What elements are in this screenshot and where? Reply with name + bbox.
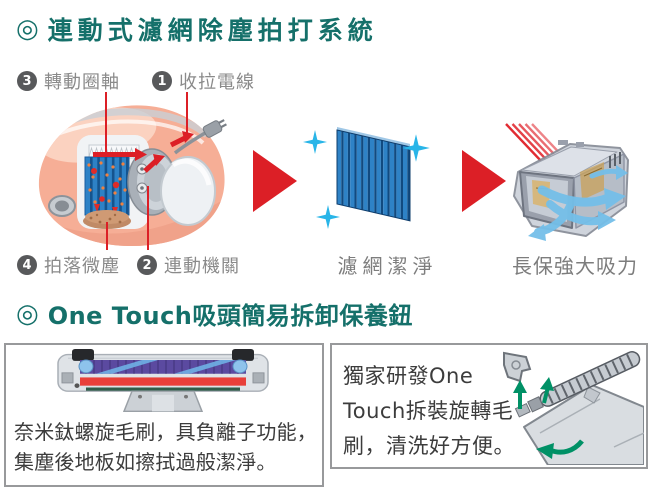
power-cord <box>173 119 227 155</box>
nano-titanium-brush-panel: 奈米鈦螺旋毛刷，具負離子功能， 集塵後地板如擦拭過般潔淨。 <box>4 343 324 487</box>
airflow-red-arrows <box>93 131 194 173</box>
feature-label-4-text: 拍落微塵 <box>44 256 120 277</box>
section2-heading: ◎ One Touch吸頭簡易拆卸保養鈕 <box>16 296 413 331</box>
end-cap <box>503 351 532 383</box>
feature-label-3: 3 轉動圈軸 <box>17 68 120 94</box>
right-box-line1: 獨家研發One <box>343 364 474 388</box>
feature-label-4: 4 拍落微塵 <box>17 252 120 278</box>
flow-arrow-2 <box>462 150 506 212</box>
inner-dust-filter <box>84 156 130 216</box>
right-box-line2: Touch拆裝旋轉毛 <box>343 399 514 423</box>
dust-lid <box>160 156 216 226</box>
badge-1: 1 <box>152 71 172 91</box>
dustbox-suction-illustration <box>505 123 629 241</box>
right-box-line3: 刷，清洗好方便。 <box>343 434 515 458</box>
leader-line-4 <box>106 222 108 250</box>
right-box-text: 獨家研發One Touch拆裝旋轉毛 刷，清洗好方便。 <box>343 359 515 464</box>
feature-label-2-text: 連動機關 <box>164 256 240 277</box>
sparkle-icons <box>303 130 430 229</box>
spiral-brush-roller <box>78 359 248 374</box>
badge-3: 3 <box>17 71 37 91</box>
leader-line-2 <box>147 186 149 250</box>
pleated-filter <box>336 127 411 222</box>
double-circle-icon-2: ◎ <box>16 298 39 329</box>
green-release-arrows <box>513 377 584 459</box>
badge-4: 4 <box>17 255 37 275</box>
feature-label-2: 2 連動機關 <box>137 252 240 278</box>
vacuum-cutaway-illustration <box>38 105 227 247</box>
double-circle-icon: ◎ <box>16 14 39 44</box>
feature-label-1: 1 收拉電線 <box>152 68 255 94</box>
dust-pile <box>83 210 131 229</box>
detached-roller <box>514 351 641 418</box>
section1-heading: ◎ 連動式濾網除塵拍打系統 <box>16 11 378 47</box>
green-strip <box>86 387 240 391</box>
wheel-right <box>232 349 254 361</box>
wheel-left <box>72 349 94 361</box>
caption-strong-suction: 長保強大吸力 <box>512 254 638 278</box>
brush-head-bottom-view <box>57 349 269 413</box>
one-touch-panel: 獨家研發One Touch拆裝旋轉毛 刷，清洗好方便。 <box>330 343 648 469</box>
left-box-line2: 集塵後地板如擦拭過般潔淨。 <box>14 450 277 474</box>
leader-line-1 <box>186 92 188 133</box>
flow-arrow-1 <box>253 150 297 212</box>
badge-2: 2 <box>137 255 157 275</box>
section1-title: 連動式濾網除塵拍打系統 <box>47 16 378 45</box>
brush-removal-illustration <box>503 351 644 465</box>
clean-filter-illustration <box>303 127 430 229</box>
caption-clean-filter: 濾網潔淨 <box>337 254 438 278</box>
hose-port <box>48 195 76 217</box>
left-box-line1: 奈米鈦螺旋毛刷，具負離子功能， <box>14 420 317 444</box>
leader-line-3 <box>105 92 107 152</box>
feature-label-1-text: 收拉電線 <box>179 72 255 93</box>
left-box-text: 奈米鈦螺旋毛刷，具負離子功能， 集塵後地板如擦拭過般潔淨。 <box>14 417 317 477</box>
airflow-blue-arrows <box>528 165 628 241</box>
red-wiper-strip <box>80 377 246 386</box>
feature-label-3-text: 轉動圈軸 <box>44 72 120 93</box>
section2-title: One Touch吸頭簡易拆卸保養鈕 <box>47 302 413 330</box>
